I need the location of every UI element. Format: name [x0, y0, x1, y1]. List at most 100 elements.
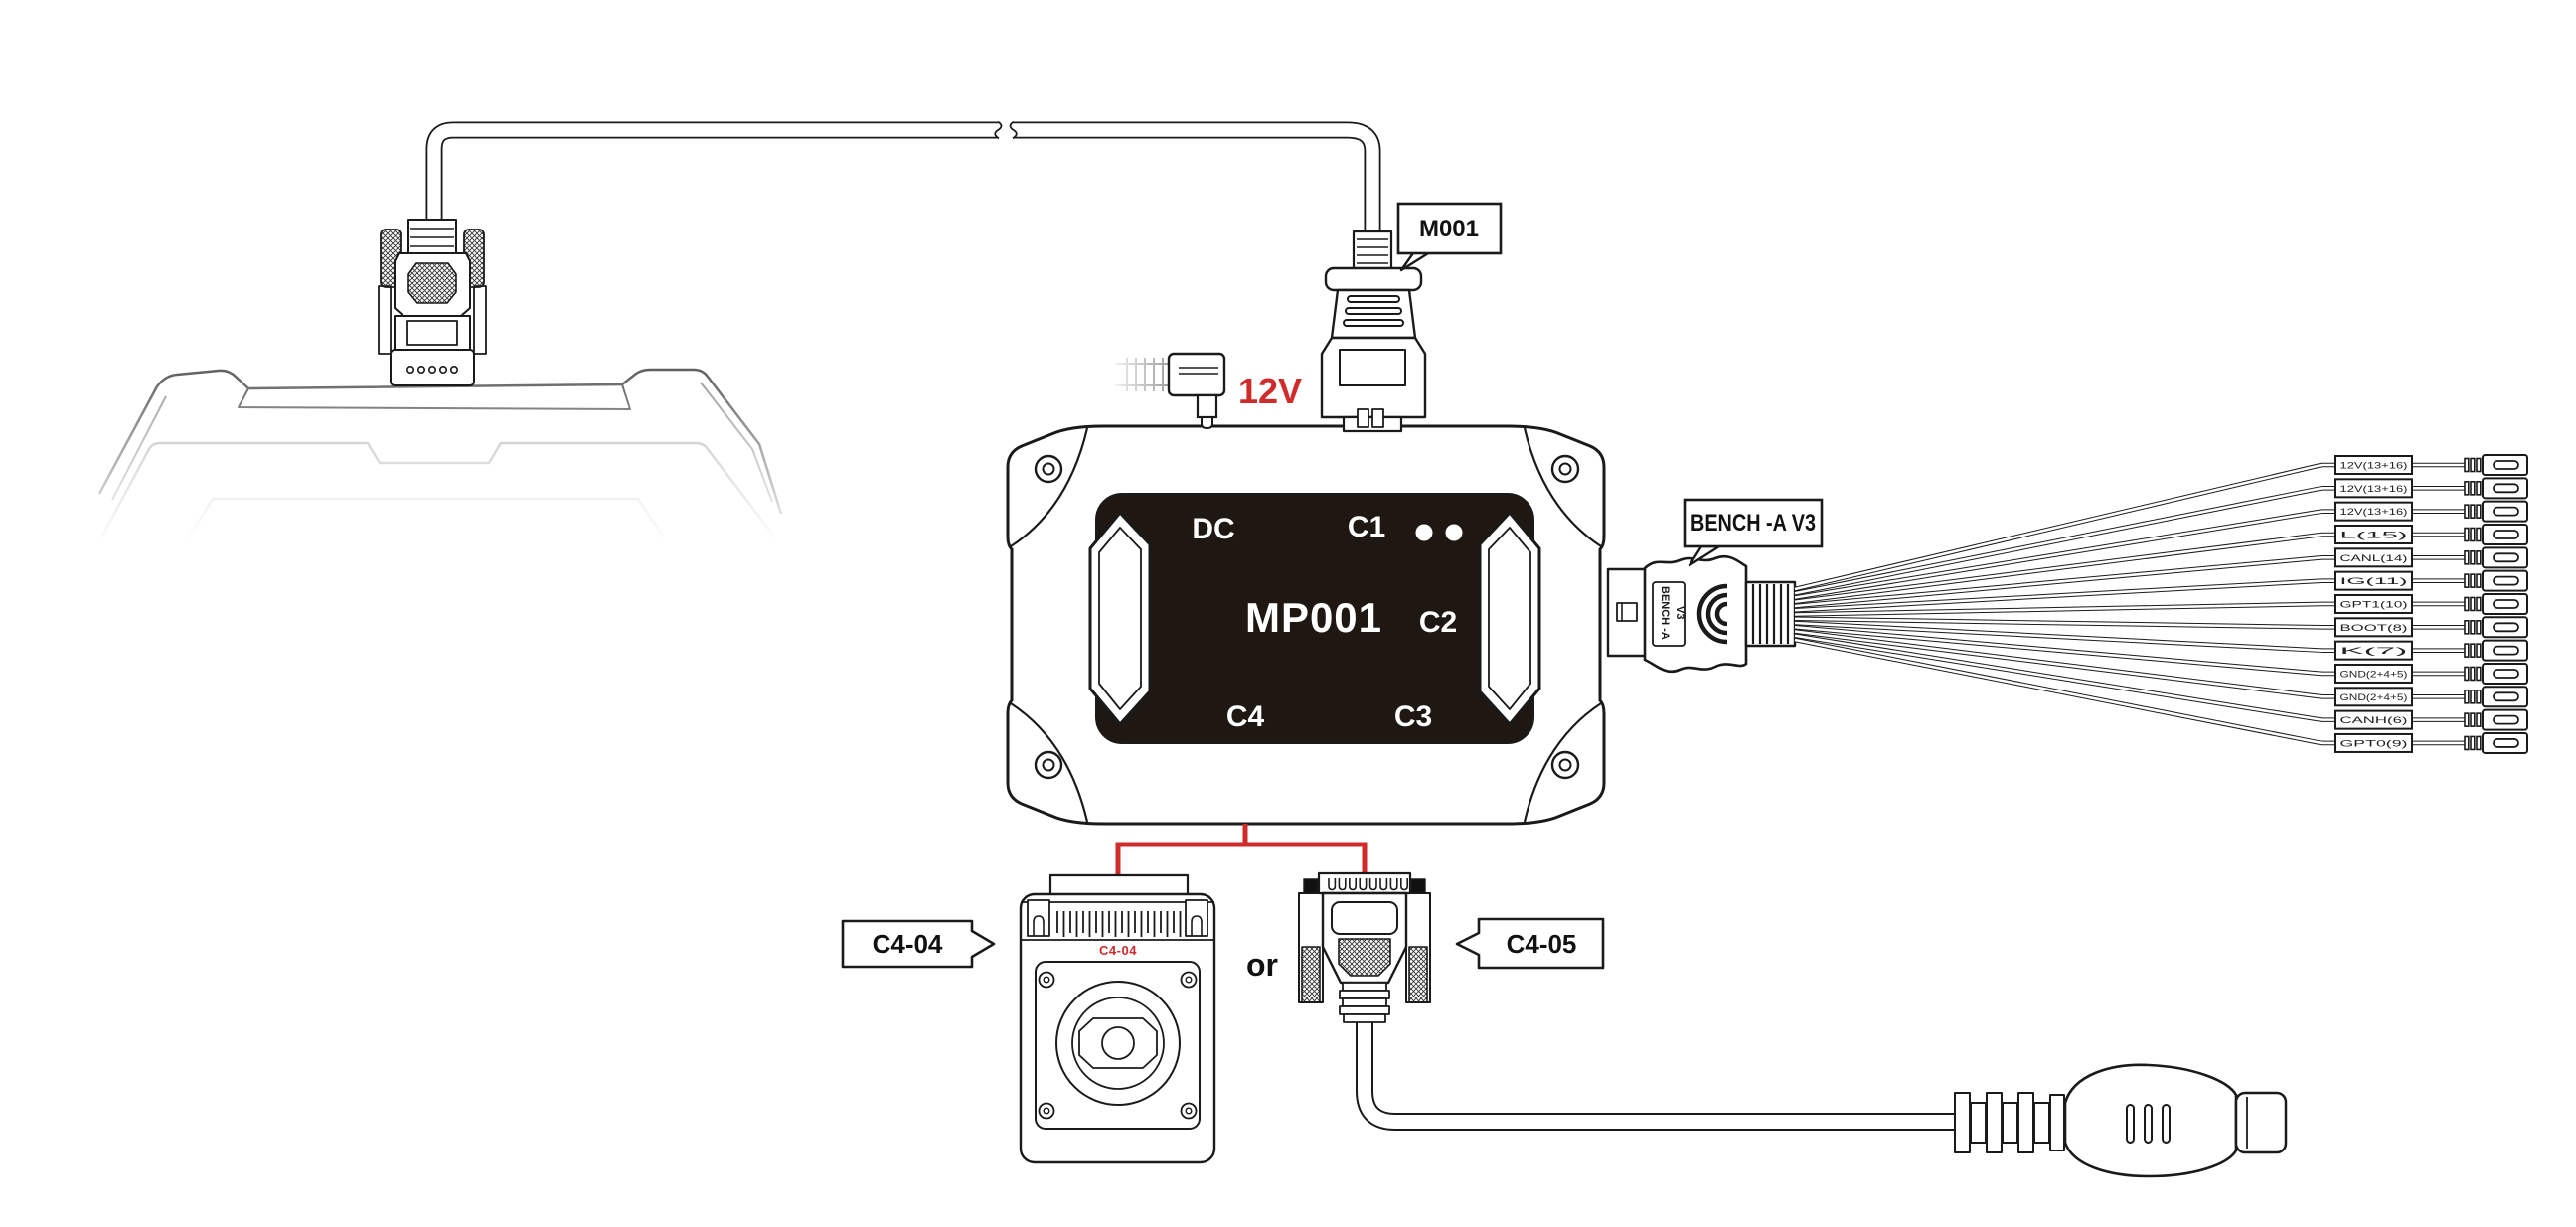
- wire-label: K(7): [2340, 646, 2408, 657]
- terminal-slot: [2493, 460, 2519, 470]
- terminal-slot: [2493, 506, 2519, 517]
- wire-label-box: [2334, 709, 2413, 730]
- harness-wire-core: [1794, 638, 2335, 745]
- port-label-c4: C4: [1226, 700, 1265, 733]
- port-label-dc: DC: [1192, 513, 1234, 545]
- terminal-crimp: [2464, 596, 2470, 612]
- m001-callout: M001: [1396, 202, 1503, 272]
- harness-wire-core: [1794, 630, 2335, 698]
- power-label: 12V: [1238, 371, 1302, 411]
- c4-04-callout-label: C4-04: [873, 929, 943, 959]
- terminal-crimp: [2476, 504, 2482, 519]
- wire-label-box: [2334, 732, 2413, 753]
- terminal-crimp: [2464, 457, 2470, 473]
- terminal-crimp: [2476, 457, 2482, 473]
- harness-wire-core: [1794, 463, 2335, 591]
- harness-wire-core: [1794, 510, 2335, 599]
- harness-wire-core: [1794, 533, 2335, 604]
- bench-callout: BENCH -A V3: [1683, 498, 1824, 567]
- wire-label: GPT0(9): [2340, 738, 2408, 749]
- terminal-crimp: [2464, 689, 2470, 704]
- harness-wire-core: [1794, 579, 2335, 612]
- bench-connector-text-2: V3: [1674, 606, 1686, 619]
- wire-label: CANL(14): [2340, 553, 2408, 564]
- m001-connector: [1320, 230, 1427, 433]
- bench-callout-label: BENCH -A V3: [1690, 510, 1816, 537]
- harness-wire-core: [1794, 602, 2335, 616]
- wire-label-box: [2334, 687, 2413, 707]
- terminal-crimp: [2470, 689, 2476, 704]
- port-label-c1: C1: [1348, 511, 1385, 543]
- wire-label: 12V(13+16): [2340, 484, 2408, 495]
- terminal-crimp: [2464, 643, 2470, 658]
- terminal-slot: [2493, 622, 2519, 633]
- mp001-device: DC C1 MP001 C2 C4 C3: [1006, 424, 1606, 826]
- harness-wire-core: [1794, 617, 2335, 629]
- terminal-slot: [2493, 669, 2519, 679]
- terminal-crimp: [2476, 527, 2482, 542]
- port-label-c2: C2: [1419, 606, 1457, 639]
- wire-label-box: [2334, 593, 2413, 614]
- terminal-crimp: [2470, 666, 2476, 682]
- harness-wire-core: [1794, 556, 2335, 608]
- c4-04-callout: C4-04: [841, 919, 996, 969]
- right-grip: [1478, 511, 1541, 726]
- wire-label-box: [2334, 640, 2413, 661]
- terminal-crimp: [2464, 527, 2470, 542]
- led-dot-1: [1415, 524, 1433, 541]
- device-model: MP001: [1245, 594, 1382, 641]
- harness: 12V(13+16)12V(13+16)12V(13+16)L(15)CANL(…: [1794, 454, 2528, 754]
- terminal-slot: [2493, 483, 2519, 494]
- wire-label: GPT1(10): [2340, 599, 2408, 610]
- wire-label: CANH(6): [2340, 715, 2408, 726]
- terminal-crimp: [2476, 620, 2482, 635]
- c4-04-adapter: [1019, 873, 1216, 1164]
- terminal-crimp: [2470, 620, 2476, 635]
- wire-label-box: [2334, 455, 2413, 475]
- adapter-marking: C4-04: [1099, 943, 1137, 958]
- terminal-crimp: [2470, 643, 2476, 658]
- bench-connector: [1606, 554, 1797, 674]
- terminal-crimp: [2470, 504, 2476, 519]
- terminal-crimp: [2470, 735, 2476, 751]
- wire-label-box: [2334, 524, 2413, 544]
- terminal-slot: [2493, 599, 2519, 609]
- dc-power-plug: [1105, 350, 1226, 430]
- harness-wire-core: [1794, 621, 2335, 652]
- terminal-crimp: [2476, 643, 2482, 658]
- terminal-crimp: [2470, 596, 2476, 612]
- c4-05-connector: [1298, 871, 1431, 1023]
- m001-callout-label: M001: [1419, 216, 1479, 242]
- c4-branch-lines: [1115, 824, 1368, 878]
- terminal-crimp: [2464, 573, 2470, 588]
- terminal-crimp: [2464, 481, 2470, 496]
- or-text: or: [1246, 947, 1278, 983]
- db15-pins: [405, 365, 458, 374]
- terminal-crimp: [2464, 620, 2470, 635]
- wire-label: L(15): [2340, 530, 2408, 540]
- wire-label-box: [2334, 663, 2413, 684]
- main-cable: [425, 120, 1381, 235]
- wire-label-box: [2334, 617, 2413, 638]
- terminal-crimp: [2464, 735, 2470, 751]
- wire-label: GND(2+4+5): [2340, 669, 2408, 680]
- terminal-crimp: [2476, 689, 2482, 704]
- terminal-crimp: [2470, 573, 2476, 588]
- c4-05-callout-label: C4-05: [1507, 929, 1577, 959]
- terminal-crimp: [2464, 666, 2470, 682]
- wire-label: BOOT(8): [2340, 623, 2408, 634]
- terminal-slot: [2493, 714, 2519, 725]
- wire-label: 12V(13+16): [2340, 507, 2408, 518]
- terminal-crimp: [2470, 712, 2476, 727]
- c4-05-callout: C4-05: [1455, 917, 1605, 970]
- left-grip: [1088, 511, 1152, 726]
- harness-wire-core: [1794, 625, 2335, 676]
- cable-end-connector: [1954, 1063, 2288, 1178]
- terminal-slot: [2493, 645, 2519, 656]
- bench-connector-text-1: BENCH -A: [1659, 586, 1671, 640]
- terminal-slot: [2493, 530, 2519, 539]
- adapter-pins: [1056, 911, 1182, 937]
- terminal-crimp: [2470, 481, 2476, 496]
- terminal-crimp: [2476, 712, 2482, 727]
